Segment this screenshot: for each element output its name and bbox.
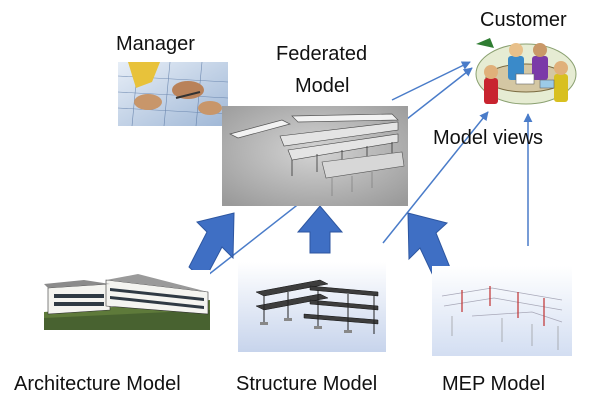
manager-image xyxy=(118,62,228,126)
structure-model-image xyxy=(238,262,386,352)
mep-model-label: MEP Model xyxy=(442,373,546,395)
mep-model-image xyxy=(432,266,572,356)
structure-model-label: Structure Model xyxy=(236,373,378,395)
federated-model-label-line1: Federated xyxy=(276,43,368,65)
federated-to-customer-line xyxy=(391,61,471,101)
structure-to-customer-line xyxy=(382,111,489,244)
architecture-model-image xyxy=(44,270,210,330)
manager-label: Manager xyxy=(116,33,195,55)
model-views-label: Model views xyxy=(433,127,544,149)
federated-model-image xyxy=(222,106,408,206)
structure-to-federated-arrow xyxy=(296,205,344,254)
customer-label: Customer xyxy=(480,9,567,31)
architecture-model-label: Architecture Model xyxy=(14,373,181,395)
federated-model-label-line2: Model xyxy=(295,75,350,97)
customer-image xyxy=(470,34,578,112)
